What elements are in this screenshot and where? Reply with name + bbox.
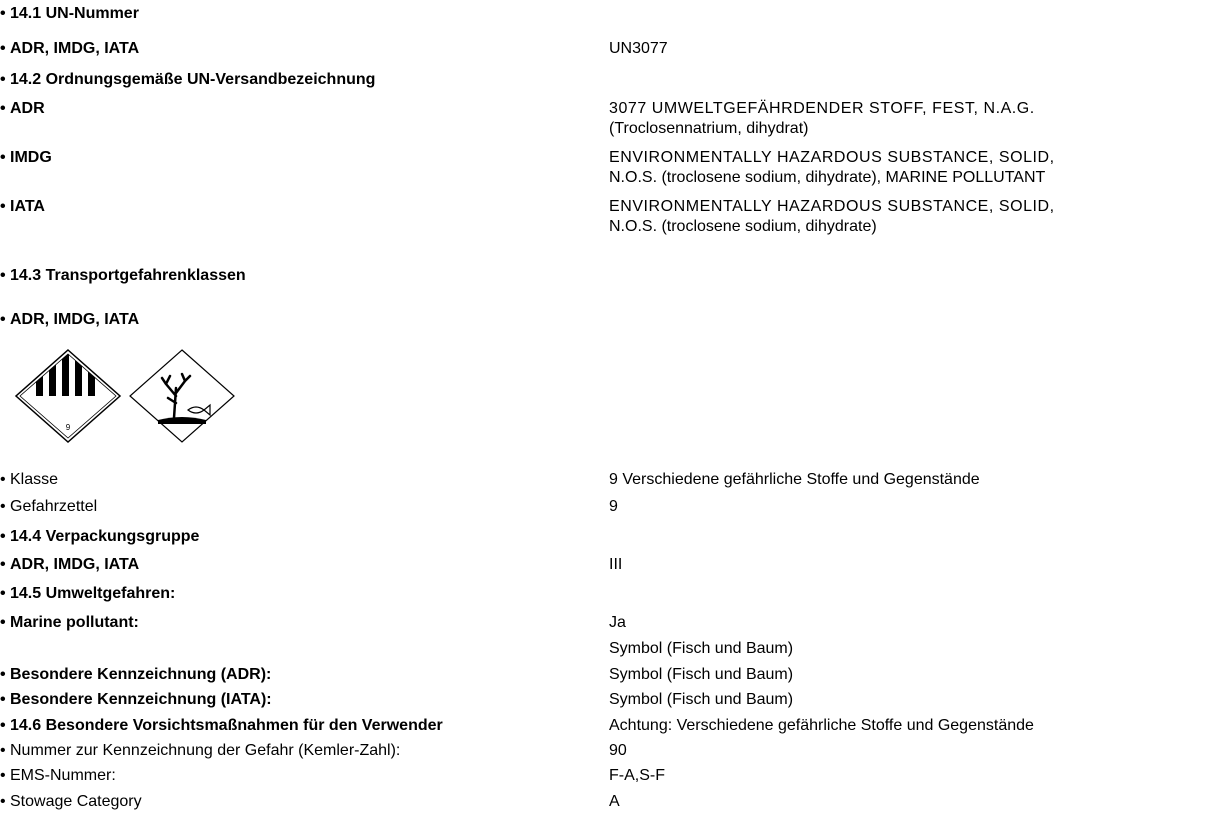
kemler-number-value: 90 — [609, 742, 627, 759]
imdg-shipping-name-line2: N.O.S. (troclosene sodium, dihydrate), M… — [609, 169, 1046, 186]
section-14-2-heading: •14.2 Ordnungsgemäße UN-Versandbezeichnu… — [0, 71, 376, 88]
marine-pollutant-symbol: Symbol (Fisch und Baum) — [609, 640, 794, 657]
iata-label: •IATA — [0, 198, 45, 215]
iata-shipping-name-row: •IATA ENVIRONMENTALLY HAZARDOUS SUBSTANC… — [0, 197, 1208, 235]
kemler-number-row: •Nummer zur Kennzeichnung der Gefahr (Ke… — [0, 741, 1208, 761]
section-14-4-row: •14.4 Verpackungsgruppe — [0, 527, 1208, 547]
hazard-pictograms: 9 — [14, 348, 244, 444]
marine-pollutant-value: Ja — [609, 614, 626, 631]
adr-label: •ADR — [0, 100, 45, 117]
section-14-2-row: •14.2 Ordnungsgemäße UN-Versandbezeichnu… — [0, 70, 1208, 90]
marine-pollutant-row: •Marine pollutant: Ja Symbol (Fisch und … — [0, 613, 1208, 657]
class-row: •Klasse 9 Verschiedene gefährliche Stoff… — [0, 470, 1208, 490]
class-9-hazard-label-icon: 9 — [14, 348, 122, 444]
section-14-1-heading: •14.1 UN-Nummer — [0, 5, 139, 22]
un-number-row: •ADR, IMDG, IATA UN3077 — [0, 39, 1208, 59]
section-14-1-row: •14.1 UN-Nummer — [0, 4, 1208, 24]
class-value: 9 Verschiedene gefährliche Stoffe und Ge… — [609, 471, 980, 488]
section-14-4-heading: •14.4 Verpackungsgruppe — [0, 528, 200, 545]
class-label: •Klasse — [0, 471, 59, 488]
special-marking-adr-value: Symbol (Fisch und Baum) — [609, 666, 794, 683]
section-14-5-heading: •14.5 Umweltgefahren: — [0, 585, 176, 602]
iata-shipping-name: ENVIRONMENTALLY HAZARDOUS SUBSTANCE, SOL… — [609, 198, 1055, 215]
special-marking-iata-value: Symbol (Fisch und Baum) — [609, 691, 794, 708]
imdg-label: •IMDG — [0, 149, 52, 166]
ems-number-label: •EMS-Nummer: — [0, 767, 116, 784]
section-14-6-row: •14.6 Besondere Vorsichtsmaßnahmen für d… — [0, 716, 1208, 736]
imdg-shipping-name-row: •IMDG ENVIRONMENTALLY HAZARDOUS SUBSTANC… — [0, 148, 1208, 186]
packing-group-value: III — [609, 556, 623, 573]
adr-shipping-name-line2: (Troclosennatrium, dihydrat) — [609, 120, 809, 137]
special-marking-iata-label: •Besondere Kennzeichnung (IATA): — [0, 691, 272, 708]
un-number-label: •ADR, IMDG, IATA — [0, 40, 140, 57]
section-14-6-value: Achtung: Verschiedene gefährliche Stoffe… — [609, 717, 1034, 734]
imdg-shipping-name: ENVIRONMENTALLY HAZARDOUS SUBSTANCE, SOL… — [609, 149, 1055, 166]
iata-shipping-name-line2: N.O.S. (troclosene sodium, dihydrate) — [609, 218, 877, 235]
stowage-category-label: •Stowage Category — [0, 793, 142, 810]
svg-text:9: 9 — [66, 423, 71, 432]
transport-classes-scope-label: •ADR, IMDG, IATA — [0, 311, 140, 328]
section-14-5-row: •14.5 Umweltgefahren: — [0, 584, 1208, 604]
adr-shipping-name-row: •ADR 3077 UMWELTGEFÄHRDENDER STOFF, FEST… — [0, 99, 1208, 137]
stowage-category-value: A — [609, 793, 620, 810]
hazard-label-label: •Gefahrzettel — [0, 498, 98, 515]
packing-group-label: •ADR, IMDG, IATA — [0, 556, 140, 573]
special-marking-adr-row: •Besondere Kennzeichnung (ADR): Symbol (… — [0, 665, 1208, 685]
special-marking-iata-row: •Besondere Kennzeichnung (IATA): Symbol … — [0, 690, 1208, 710]
special-marking-adr-label: •Besondere Kennzeichnung (ADR): — [0, 666, 272, 683]
ems-number-row: •EMS-Nummer: F-A,S-F — [0, 766, 1208, 786]
hazard-label-value: 9 — [609, 498, 618, 515]
stowage-category-row: •Stowage Category A — [0, 792, 1208, 812]
ems-number-value: F-A,S-F — [609, 767, 665, 784]
packing-group-row: •ADR, IMDG, IATA III — [0, 555, 1208, 575]
section-14-6-heading: •14.6 Besondere Vorsichtsmaßnahmen für d… — [0, 717, 443, 734]
environmental-hazard-fish-tree-icon — [129, 349, 235, 443]
hazard-label-row: •Gefahrzettel 9 — [0, 497, 1208, 517]
kemler-number-label: •Nummer zur Kennzeichnung der Gefahr (Ke… — [0, 742, 401, 759]
transport-classes-scope-row: •ADR, IMDG, IATA — [0, 310, 1208, 330]
un-number-value: UN3077 — [609, 40, 668, 57]
adr-shipping-name: 3077 UMWELTGEFÄHRDENDER STOFF, FEST, N.A… — [609, 100, 1035, 117]
section-14-3-row: •14.3 Transportgefahrenklassen — [0, 266, 1208, 286]
section-14-3-heading: •14.3 Transportgefahrenklassen — [0, 267, 246, 284]
marine-pollutant-label: •Marine pollutant: — [0, 614, 139, 631]
